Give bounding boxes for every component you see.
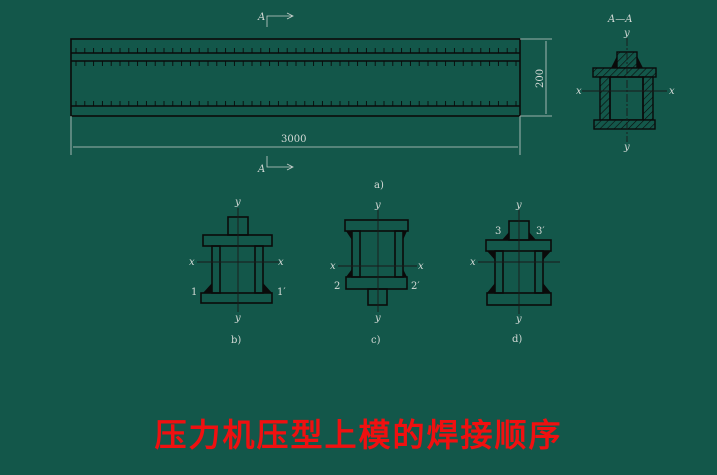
- axis-y-label: y: [234, 313, 241, 324]
- axis-x-label: x: [278, 257, 284, 268]
- axis-x-label: x: [470, 257, 476, 268]
- slide-title: 压力机压型上模的焊接顺序: [154, 416, 563, 454]
- axis-x-label: x: [330, 261, 336, 272]
- section-a-a: A—A y y x x: [576, 14, 675, 153]
- height-dimension: 200: [535, 69, 546, 88]
- axis-y-label: y: [623, 28, 630, 39]
- weld-label-1: 1: [191, 287, 197, 298]
- axis-y-label: y: [374, 200, 381, 211]
- axis-x-label: x: [189, 257, 195, 268]
- caption-a: a): [374, 180, 384, 191]
- axis-y-label: y: [623, 142, 630, 153]
- caption-b: b): [231, 335, 241, 346]
- caption-c: c): [371, 335, 381, 346]
- weld-label-3-prime: 3′: [536, 226, 545, 237]
- axis-x-label: x: [669, 86, 675, 97]
- figure-d: y y x 3 3′ d): [470, 200, 560, 345]
- axis-y-label: y: [234, 197, 241, 208]
- axis-y-label: y: [515, 200, 522, 211]
- figure-b: y y x x 1 1′ b): [189, 197, 286, 346]
- weld-label-2-prime: 2′: [411, 281, 420, 292]
- weld-label-2: 2: [334, 281, 340, 292]
- weld-tick-marks: [75, 48, 517, 106]
- section-mark-bottom: A: [257, 164, 265, 175]
- length-dimension: 3000: [281, 134, 306, 145]
- weld-label-3: 3: [495, 226, 501, 237]
- section-mark-top: A: [257, 12, 265, 23]
- caption-d: d): [512, 334, 522, 345]
- axis-x-label: x: [418, 261, 424, 272]
- figure-c: y y x x 2 2′ c): [330, 200, 424, 346]
- axis-y-label: y: [374, 313, 381, 324]
- beam-elevation: 3000 200 A A a): [70, 12, 552, 191]
- weld-label-1-prime: 1′: [277, 287, 286, 298]
- axis-y-label: y: [515, 314, 522, 325]
- section-title: A—A: [607, 14, 632, 25]
- axis-x-label: x: [576, 86, 582, 97]
